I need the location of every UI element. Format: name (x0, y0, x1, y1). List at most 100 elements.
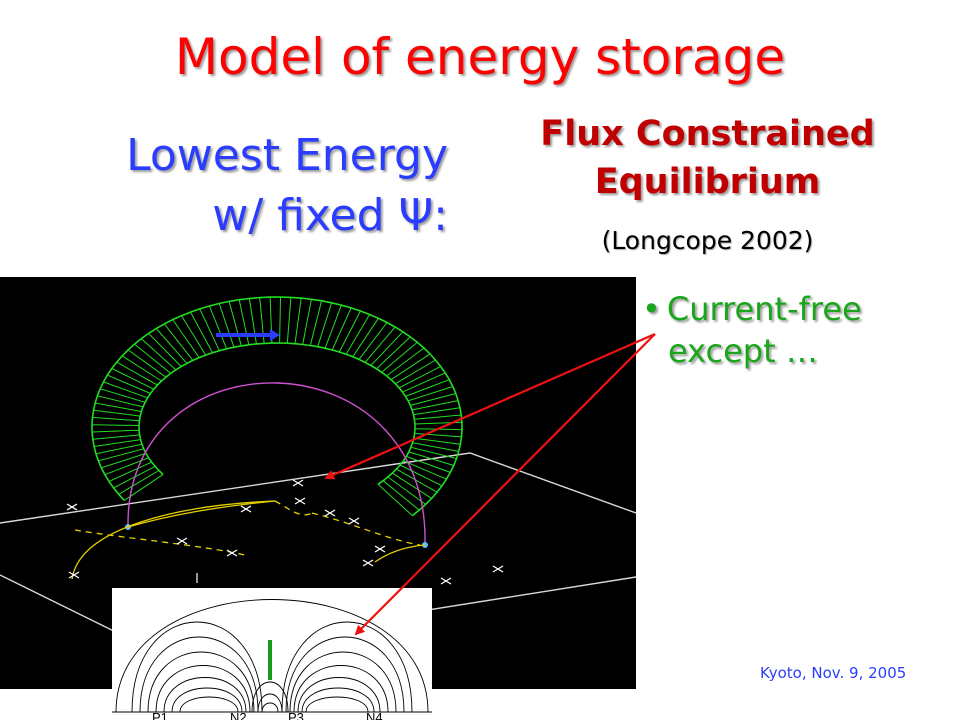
inset-field-line (293, 665, 389, 713)
inset-field-line (285, 636, 405, 713)
arch-rib (413, 407, 461, 416)
tube-axis-line (127, 382, 426, 546)
arrow-to-inset (354, 333, 656, 636)
arch-rib (377, 483, 413, 516)
arch-rib (407, 386, 453, 402)
arch-rib (97, 395, 144, 408)
lowest-energy-line-2: w/ fixed Ψ: (212, 190, 448, 241)
arch-rib (414, 432, 462, 438)
inset-field-line (155, 665, 251, 713)
bullet-dot: • (642, 290, 661, 328)
arch-rib (103, 381, 148, 399)
arch-rib (414, 414, 462, 420)
arch-rib (317, 302, 333, 347)
arch-rib (199, 308, 220, 351)
blue-arrow-icon (216, 329, 280, 341)
bullet-current-free: •Current-free except … (642, 288, 862, 372)
arch-rib (408, 451, 454, 466)
inset-label-n2: N2 (230, 710, 247, 720)
inset-field-line (131, 621, 263, 713)
arch-rib (398, 365, 441, 389)
inset-field-line (257, 693, 283, 713)
arch-rib (387, 476, 426, 505)
inset-field-line (163, 677, 247, 713)
arch-rib (412, 400, 459, 411)
arch-rib (92, 434, 140, 440)
inset-field-line (179, 696, 239, 713)
arch-rib (309, 300, 323, 346)
arch-rib (172, 319, 200, 358)
arch-rib (410, 446, 457, 459)
arch-rib (395, 359, 436, 385)
arch-rib (413, 437, 461, 445)
arch-rib (331, 307, 352, 351)
arch-rib (352, 318, 379, 358)
arch-rib (100, 388, 146, 403)
arch-rib (294, 298, 302, 344)
x-marker (176, 537, 188, 545)
arch-rib (93, 409, 141, 417)
arch-rib (208, 305, 228, 349)
x-marker (240, 505, 252, 513)
arch-rib (148, 333, 182, 367)
arch-rib (134, 343, 172, 374)
arch-rib (402, 372, 446, 393)
arch-rib (364, 326, 396, 363)
arch-rib (127, 349, 167, 378)
arch-rib (386, 347, 425, 377)
arch-rib (370, 331, 404, 366)
arch-rib (94, 439, 141, 447)
arch-rib (406, 455, 451, 473)
heading-equilibrium: Equilibrium (594, 162, 821, 202)
arch-rib (155, 328, 188, 364)
arch-rib (403, 460, 447, 480)
arch-rib (412, 442, 459, 452)
arch-rib (92, 416, 140, 422)
bullet-line-2: except … (668, 332, 818, 370)
inset-field-line (281, 621, 413, 713)
arch-rib (91, 424, 140, 426)
arch-rib (279, 296, 281, 344)
x-marker (348, 517, 360, 525)
x-marker (68, 571, 80, 579)
bullet-line-1: Current-free (666, 290, 862, 328)
inset-label-p1: P1 (152, 710, 168, 720)
arch-rib (181, 315, 207, 356)
yellow-field-lines (71, 500, 426, 580)
arch-rib (358, 322, 388, 360)
arch-rib (286, 297, 292, 344)
green-current-sheet (268, 640, 272, 680)
x-marker (226, 549, 238, 557)
arch-rib (392, 472, 432, 499)
inset-label-p3: P3 (288, 710, 304, 720)
arch-rib (108, 461, 152, 482)
arch-rib (381, 341, 418, 373)
arch-rib (396, 468, 438, 493)
arch-rib (111, 368, 155, 390)
lowest-energy-line-1: Lowest Energy (126, 130, 448, 181)
x-marker (362, 559, 374, 567)
arch-rib (121, 355, 162, 382)
inset-field-line (139, 636, 259, 713)
arch-rib (302, 299, 312, 345)
arch-rib (390, 353, 431, 381)
x-marker (492, 565, 504, 573)
x-marker (440, 577, 452, 585)
arch-rib (228, 301, 242, 347)
arch-rib (238, 299, 250, 345)
x-markers (66, 479, 504, 585)
arch-rib (140, 338, 177, 371)
arch-rib (345, 314, 371, 355)
arch-rib (92, 429, 140, 433)
x-marker (292, 479, 304, 487)
inset-field-line (147, 651, 255, 713)
footer-venue-date: Kyoto, Nov. 9, 2005 (760, 664, 907, 682)
arch-rib (116, 361, 158, 386)
arrow-to-tube (324, 332, 656, 480)
arch-rib (98, 448, 144, 462)
arch-rib (376, 336, 411, 370)
arch-rib (399, 464, 443, 487)
inset-field-line (289, 651, 397, 713)
arch-rib (118, 470, 160, 495)
x-marker (374, 545, 386, 553)
